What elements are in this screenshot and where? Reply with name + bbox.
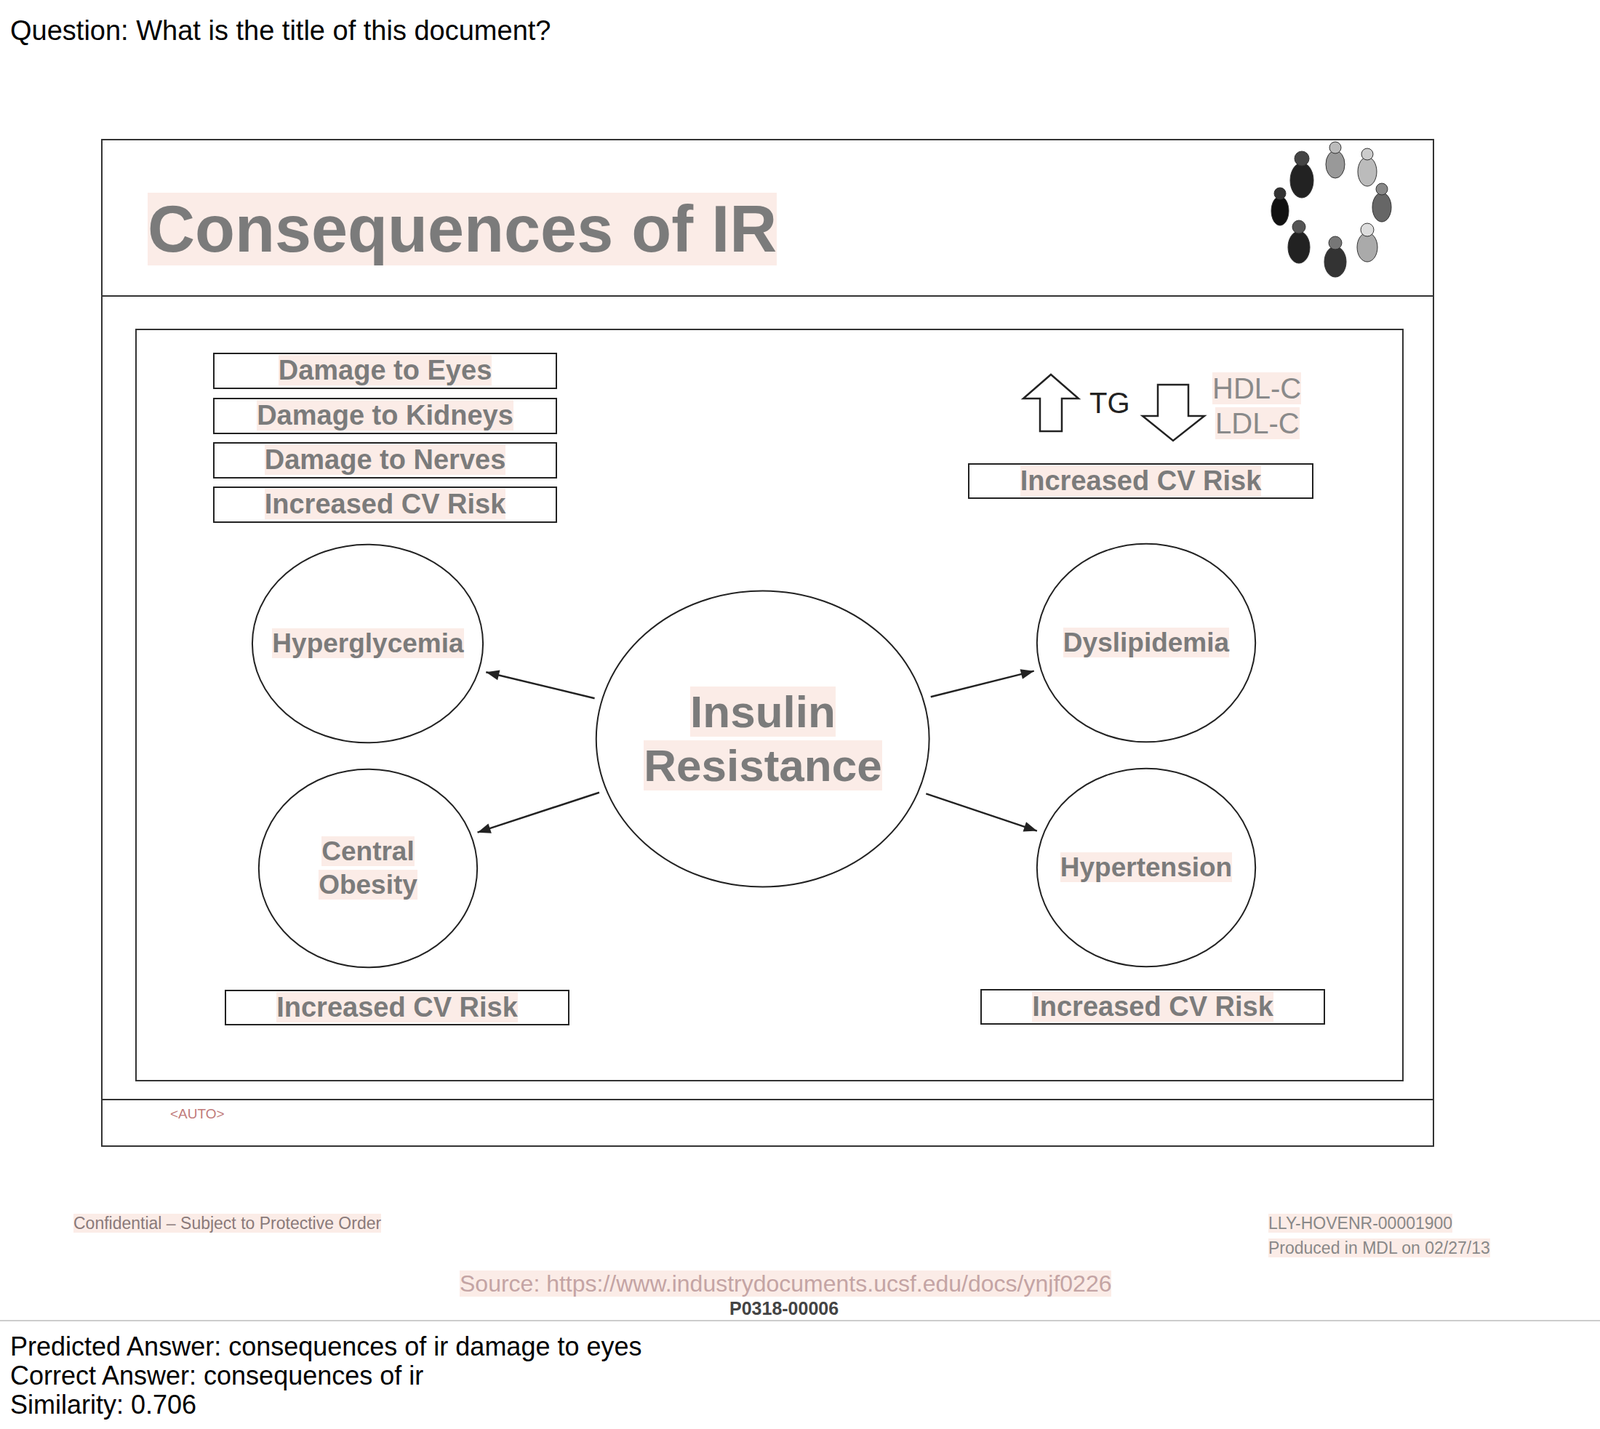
slide-border — [101, 139, 1434, 1147]
node-text: Increased CV Risk — [276, 992, 518, 1023]
hdl-label: HDL-C — [1212, 372, 1302, 405]
ellipse-shape — [1037, 768, 1256, 968]
node-text: Increased CV Risk — [1032, 991, 1274, 1022]
production-date: Produced in MDL on 02/27/13 — [1268, 1239, 1491, 1258]
text-box: Increased CV Risk — [980, 989, 1326, 1026]
ellipse-node: Insulin Resistance — [594, 589, 931, 889]
up-arrow-symbol — [1023, 374, 1079, 432]
node-text: Central Obesity — [318, 836, 418, 900]
ellipse-shape — [596, 590, 930, 887]
ellipse-node: Dyslipidemia — [1035, 542, 1257, 744]
node-text: Hypertension — [1060, 852, 1232, 883]
connector-arrow — [925, 793, 1038, 832]
node-text: Increased CV Risk — [264, 488, 507, 520]
predicted-answer: Predicted Answer: consequences of ir dam… — [10, 1332, 643, 1362]
ellipse-shape — [258, 769, 478, 968]
node-text-wrap: Central Obesity — [295, 834, 441, 903]
node-text-wrap: Dyslipidemia — [1063, 627, 1230, 659]
text-box: Increased CV Risk — [213, 486, 558, 523]
arrowhead — [1020, 669, 1035, 680]
content-border — [136, 329, 1403, 1081]
auto-field-text: <AUTO> — [170, 1106, 225, 1122]
title-rule — [101, 295, 1434, 297]
document-code-text: P0318-00006 — [729, 1298, 839, 1319]
ellipse-node: Hyperglycemia — [250, 543, 485, 744]
node-text-wrap: Insulin Resistance — [624, 685, 902, 794]
node-text: Dyslipidemia — [1063, 627, 1230, 658]
node-text: Hyperglycemia — [272, 628, 464, 659]
tg-label: TG — [1089, 386, 1131, 419]
node-text: Damage to Nerves — [264, 444, 507, 475]
connector-line — [477, 792, 600, 833]
clipart-figures — [1271, 141, 1392, 278]
slide-title: Consequences of IR — [147, 193, 777, 266]
ellipse-outline — [594, 589, 931, 889]
production-date-text: Produced in MDL on 02/27/13 — [1268, 1238, 1491, 1258]
confidential-note-text: Confidential – Subject to Protective Ord… — [73, 1213, 382, 1233]
auto-field: <AUTO> — [170, 1106, 225, 1123]
ellipse-shape — [1037, 544, 1256, 743]
hdl-label-text: HDL-C — [1212, 372, 1302, 405]
text-box: Damage to Kidneys — [213, 397, 558, 435]
ldl-label-text: LDL-C — [1215, 407, 1300, 440]
text-box: Damage to Eyes — [213, 352, 558, 390]
connector-line — [485, 672, 595, 699]
answer-separator — [0, 1320, 1600, 1322]
ellipse-node: Central Obesity — [257, 768, 479, 969]
source-url: Source: https://www.industrydocuments.uc… — [459, 1271, 1112, 1297]
node-text-wrap: Hyperglycemia — [272, 628, 464, 660]
down-arrow-symbol — [1142, 384, 1205, 441]
node-text-wrap: Increased CV Risk — [1020, 465, 1262, 498]
ldl-label: LDL-C — [1215, 407, 1300, 440]
question-text-text: Question: What is the title of this docu… — [10, 15, 552, 46]
slide-title-text: Consequences of IR — [147, 192, 777, 266]
confidential-note: Confidential – Subject to Protective Ord… — [73, 1214, 382, 1233]
tg-label-text: TG — [1089, 386, 1131, 419]
node-text-wrap: Hypertension — [1060, 852, 1232, 884]
node-text-wrap: Increased CV Risk — [276, 992, 518, 1024]
connector-arrow — [930, 669, 1035, 697]
connector-arrow — [485, 670, 595, 699]
predicted-answer-text: Predicted Answer: consequences of ir dam… — [10, 1331, 643, 1362]
source-url-text: Source: https://www.industrydocuments.uc… — [459, 1270, 1112, 1297]
arrowhead — [485, 670, 500, 681]
node-text-wrap: Increased CV Risk — [264, 488, 507, 521]
connector-arrow — [477, 792, 600, 834]
correct-answer: Correct Answer: consequences of ir — [10, 1361, 424, 1391]
question-text: Question: What is the title of this docu… — [10, 16, 552, 47]
text-box: Increased CV Risk — [968, 463, 1314, 500]
similarity-score: Similarity: 0.706 — [10, 1390, 197, 1420]
node-text-wrap: Damage to Kidneys — [256, 400, 514, 432]
document-code: P0318-00006 — [729, 1298, 839, 1320]
text-box: Damage to Nerves — [213, 442, 558, 479]
similarity-score-text: Similarity: 0.706 — [10, 1389, 197, 1420]
connector-line — [930, 671, 1035, 698]
correct-answer-text: Correct Answer: consequences of ir — [10, 1360, 424, 1391]
arrowhead — [477, 823, 492, 833]
ellipse-node: Hypertension — [1035, 767, 1257, 968]
node-text-wrap: Damage to Eyes — [278, 354, 493, 387]
node-text: Insulin Resistance — [643, 686, 882, 791]
ellipse-shape — [252, 544, 483, 744]
footer-rule — [101, 1098, 1434, 1101]
node-text-wrap: Increased CV Risk — [1032, 991, 1274, 1024]
node-text: Increased CV Risk — [1020, 465, 1262, 496]
ellipse-outline — [257, 768, 479, 969]
text-box: Increased CV Risk — [224, 989, 570, 1027]
node-text: Damage to Eyes — [278, 354, 493, 386]
connector-line — [925, 793, 1038, 831]
node-text-wrap: Damage to Nerves — [264, 444, 507, 477]
arrowhead — [1023, 821, 1038, 832]
bates-number-text: LLY-HOVENR-00001900 — [1268, 1213, 1453, 1233]
node-text: Damage to Kidneys — [256, 400, 514, 431]
bates-number: LLY-HOVENR-00001900 — [1268, 1214, 1453, 1233]
